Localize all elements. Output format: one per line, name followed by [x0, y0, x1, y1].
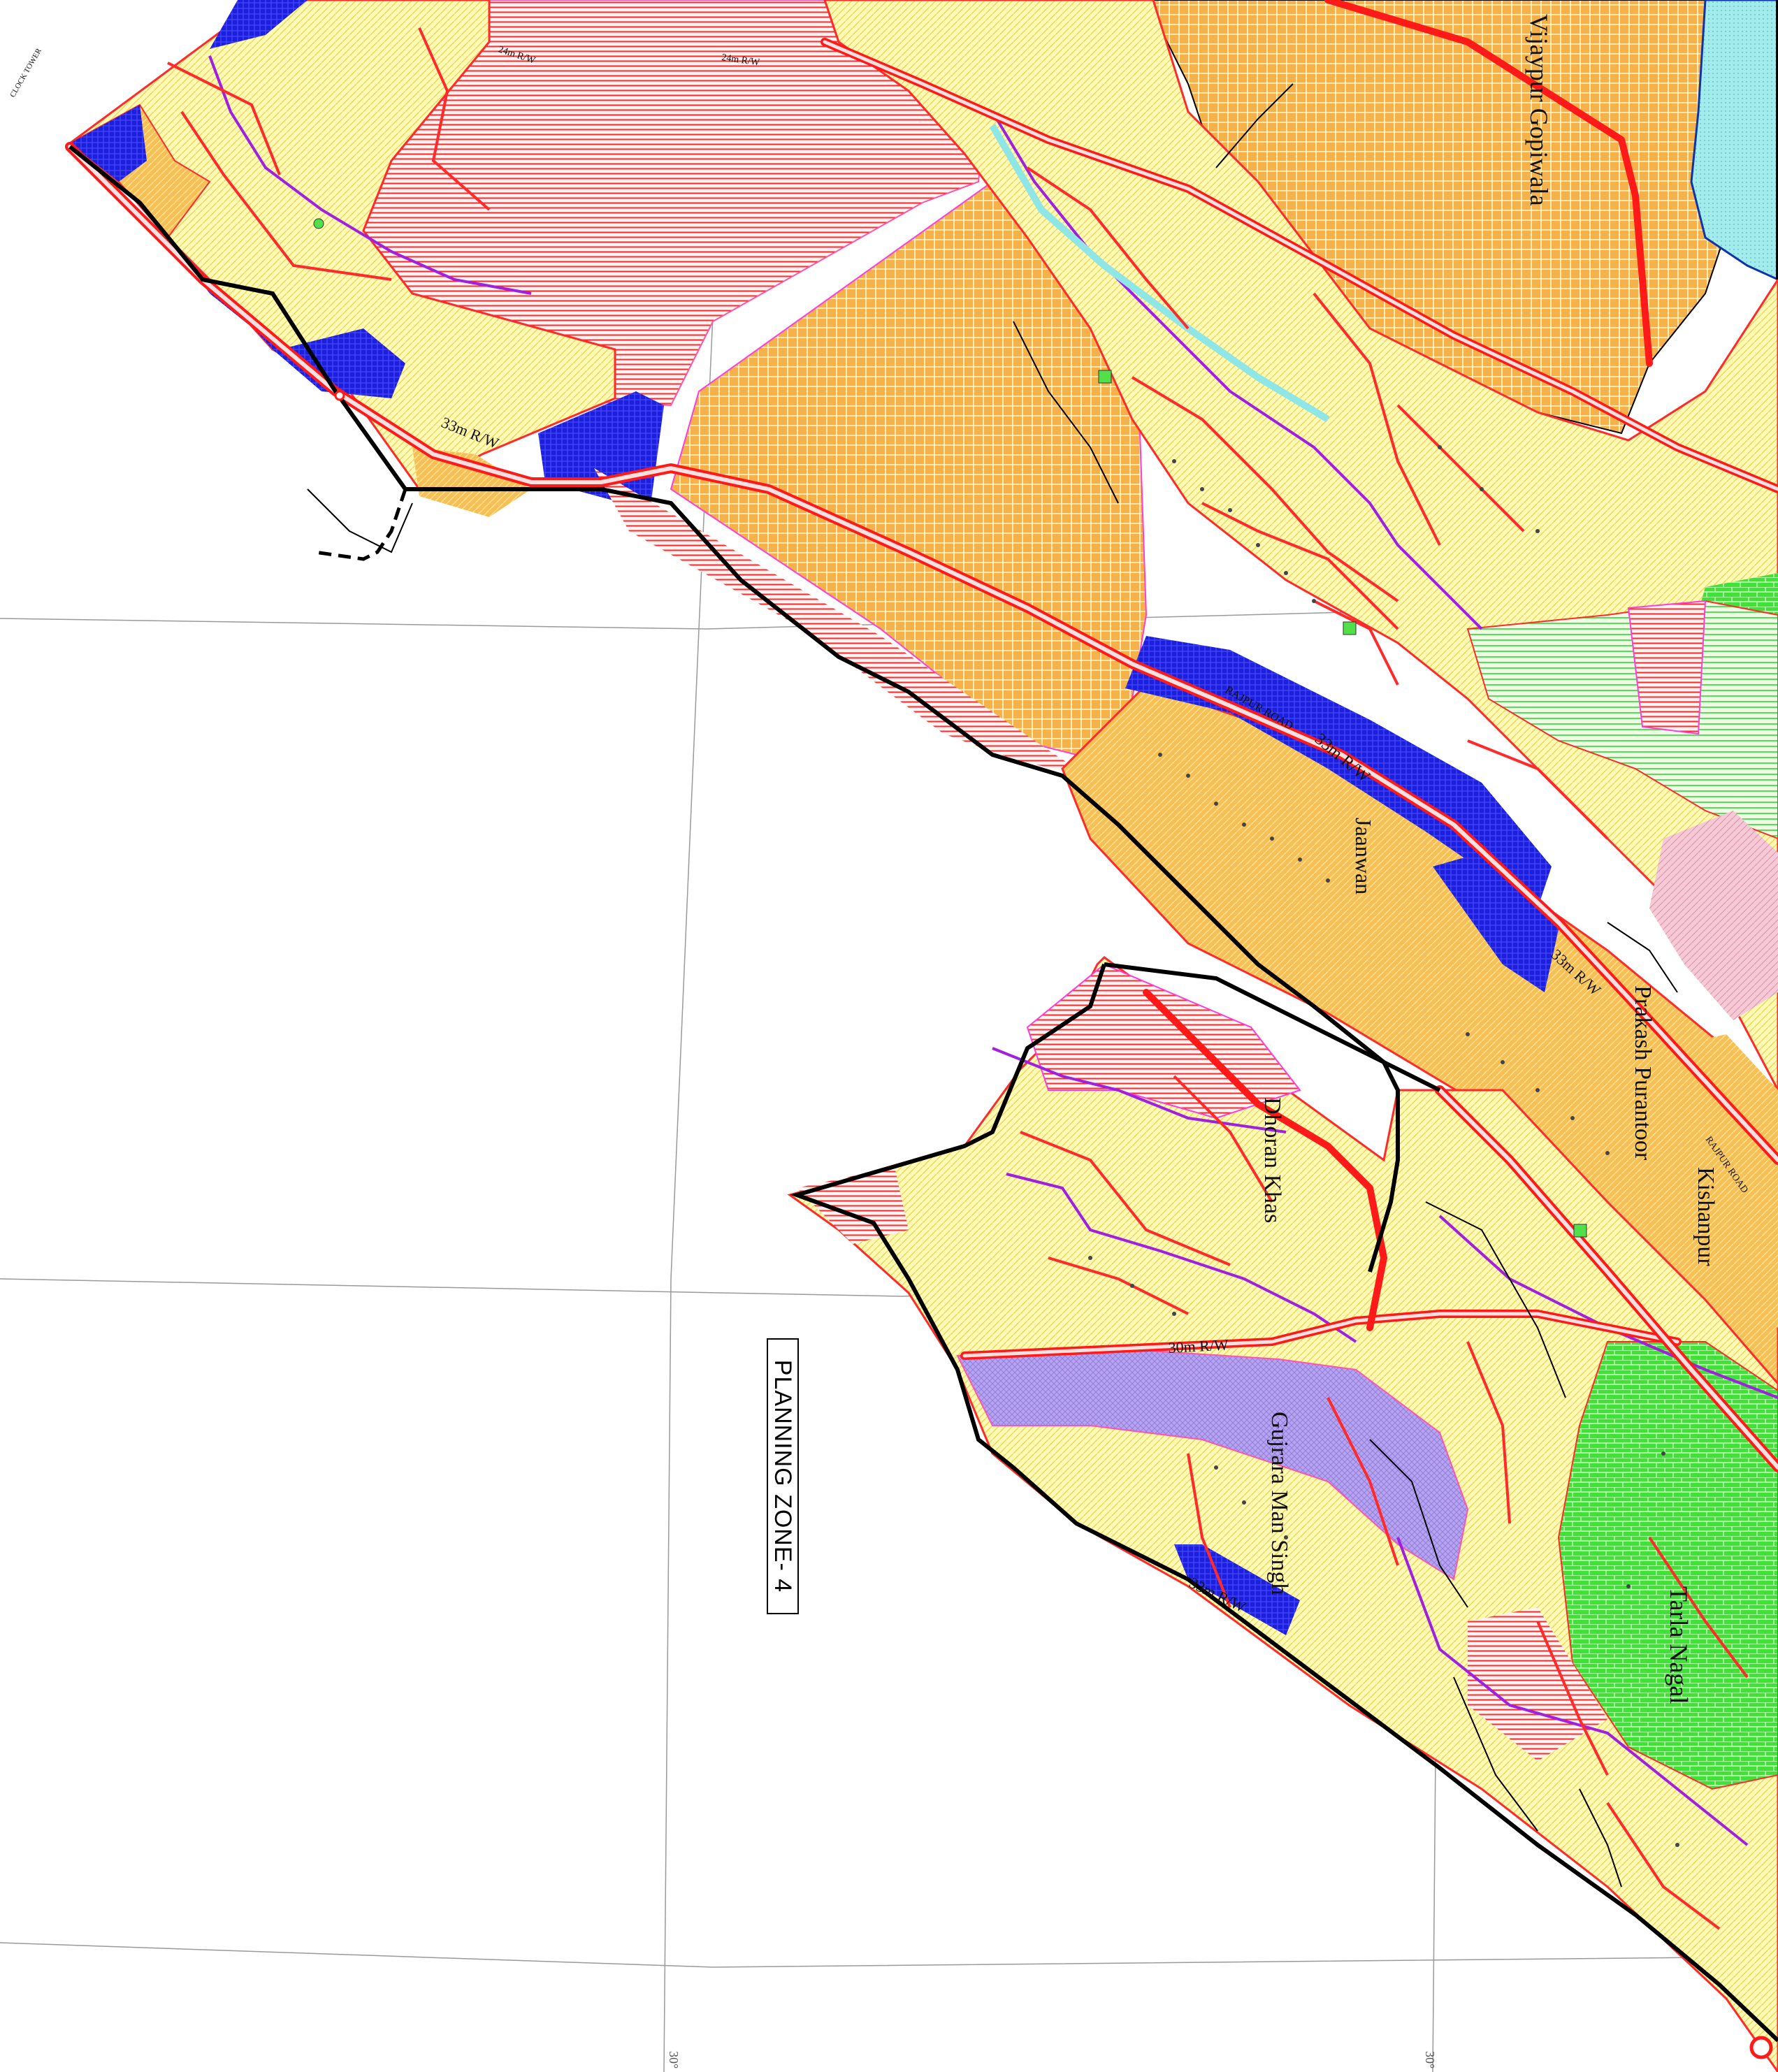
label-prakash: Prakash Purantoor [1630, 985, 1656, 1161]
zone-pink-mixed [1627, 600, 1707, 735]
label-kishanpur: Kishanpur [1693, 1167, 1719, 1266]
zone-south-residential [787, 956, 1778, 2072]
label-dhoran: Dhoran Khas [1259, 1097, 1285, 1223]
label-vijaypur: Vijaypur Gopiwala [1525, 14, 1553, 206]
grid-tick-1: 30° [667, 2051, 681, 2069]
planning-zone-box: PLANNING ZONE- 4 [767, 1338, 799, 1614]
grid-tick-2: 30° [1423, 2051, 1437, 2069]
building-dots [1088, 445, 1679, 1847]
zone-nw-recreational-1 [70, 105, 147, 182]
zone-gujrara-government [956, 1347, 1469, 1581]
river-water [989, 124, 1330, 423]
planning-zone-label: PLANNING ZONE- 4 [769, 1359, 797, 1593]
zone-central-institutional [594, 468, 1076, 769]
zone-tarla-hatch [1663, 1034, 1778, 1328]
label-gujrara: Gujrara Man Singh [1266, 1412, 1292, 1595]
park-markers [313, 218, 1587, 1238]
zone-nw-hatch-2 [412, 447, 531, 517]
boundary-thin [307, 83, 1678, 1888]
major-roads [65, 0, 1778, 1472]
water-body-ne [1690, 0, 1778, 281]
zone-nw-recreational-2 [175, 245, 405, 398]
zone-boundary [68, 0, 1778, 2043]
road-label-30: 30m R/W [1168, 1336, 1229, 1356]
zone-nw-recreational-4 [210, 0, 308, 49]
zone-rajpur-recreational-2 [1433, 853, 1559, 992]
road-label-clock: CLOCK TOWER [8, 47, 43, 99]
label-tarla: Tarla Nagal [1665, 1586, 1693, 1704]
zone-pink-cluster [1649, 811, 1778, 1020]
roundabout-south [1749, 2036, 1773, 2059]
roundabout-nw [334, 390, 345, 401]
zone-gujrara-recreational [1174, 1544, 1300, 1635]
minor-roads [167, 27, 1749, 1930]
nw-trail [314, 488, 407, 561]
label-jaanwan: Jaanwan [1351, 818, 1376, 894]
place-labels: Vijaypur Gopiwala Jaanwan Dhoran Khas Pr… [1259, 14, 1719, 1704]
